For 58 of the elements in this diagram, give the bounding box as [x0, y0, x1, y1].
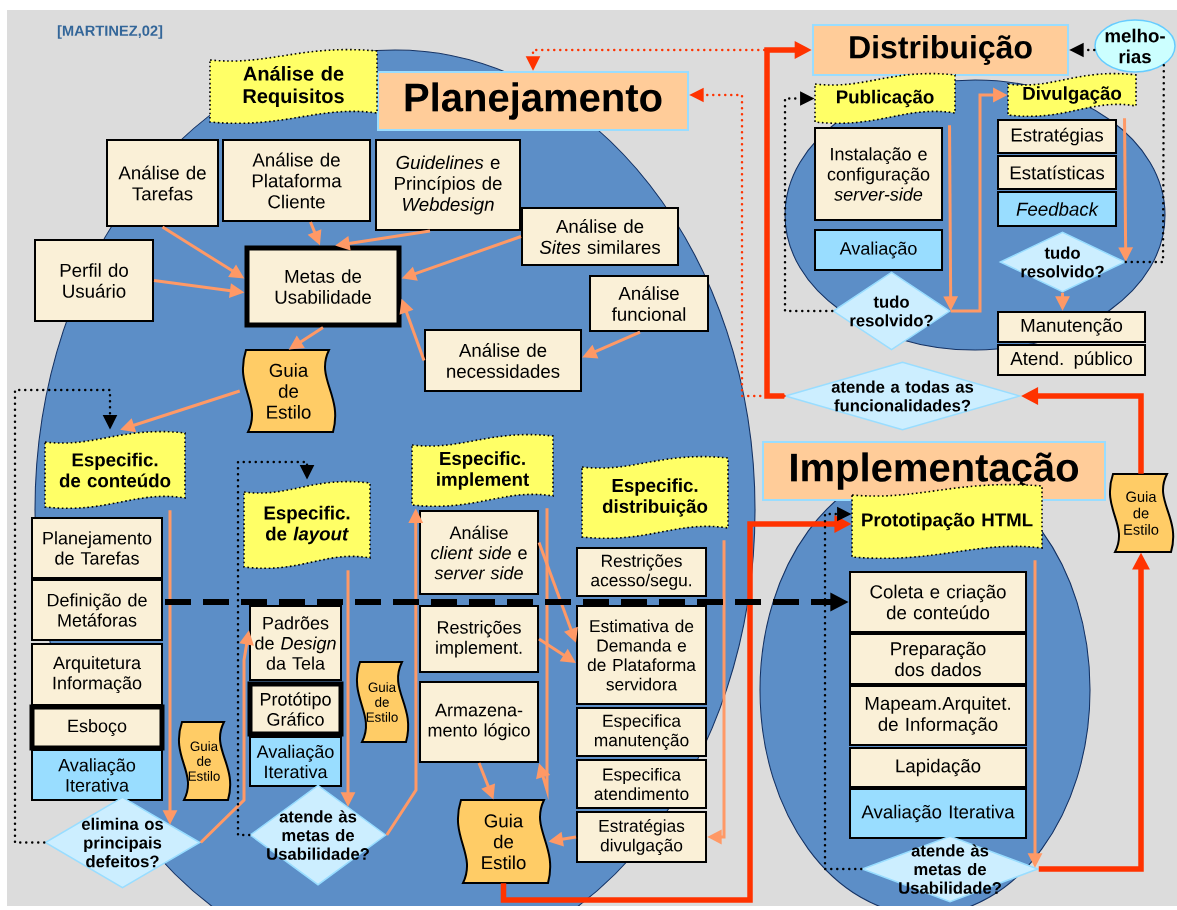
style-guide-document: Guia de Estilo	[241, 349, 337, 433]
style-guide-document: Guia de Estilo	[355, 661, 410, 743]
process-box: Análise de Plataforma Cliente	[222, 139, 371, 222]
process-box: Guidelines e Princípios de Webdesign	[375, 139, 521, 231]
process-box: Estratégias divulgação	[576, 811, 707, 863]
banner-flag: Publicação	[814, 72, 956, 124]
banner-flag: Especific. implement	[411, 433, 554, 507]
style-guide-document: Guia de Estilo	[456, 799, 552, 884]
process-box: Análise funcional	[589, 275, 709, 332]
process-box: Coleta e criação de conteúdo	[849, 571, 1027, 633]
process-box: Padrões de Design da Tela	[249, 605, 342, 681]
phase-title: Distribuição	[812, 24, 1069, 76]
process-box: Estatísticas	[997, 155, 1117, 190]
connector-line	[1124, 63, 1166, 264]
evaluation-box: Feedback	[997, 191, 1117, 227]
arrow	[236, 460, 315, 837]
evaluation-box: Avaliação Iterativa	[31, 749, 163, 801]
banner-flag: Especific. de layout	[243, 480, 371, 569]
process-box: Análise client side e server side	[419, 510, 539, 595]
evaluation-box: Avaliação Iterativa	[849, 788, 1027, 839]
banner-flag: Análise de Requisitos	[209, 48, 378, 124]
process-box: Protótipo Gráfico	[247, 681, 344, 737]
banner-flag: Especific. de conteúdo	[44, 430, 186, 510]
process-box: Especifica atendimento	[576, 759, 707, 809]
evaluation-box: Avaliação	[814, 229, 943, 271]
process-box: Definição de Metáforas	[31, 579, 163, 641]
process-box: Instalação e configuração server-side	[814, 127, 943, 221]
arrow	[823, 506, 863, 871]
banner-flag: Especific. distribuição	[581, 455, 729, 539]
process-box: Estimativa de Demanda e de Plataforma servidora	[576, 605, 707, 705]
process-box: Restrições implement.	[419, 605, 539, 673]
phase-title: Planejamento	[377, 71, 689, 131]
process-box: Esboço	[29, 704, 165, 751]
process-box: Restrições acesso/segu.	[576, 547, 707, 597]
process-box: Perfil do Usuário	[34, 239, 154, 322]
process-box: Manutenção	[997, 311, 1146, 343]
process-box: Preparação dos dados	[849, 633, 1027, 685]
process-box: Metas de Usabilidade	[244, 245, 402, 328]
process-box: Planejamento de Tarefas	[31, 517, 163, 579]
process-box: Análise de Tarefas	[106, 139, 219, 227]
style-guide-document: Guia de Estilo	[177, 721, 232, 801]
process-box: Análise de Sites similares	[521, 207, 679, 266]
arrow	[13, 388, 118, 844]
process-box: Análise de necessidades	[424, 329, 582, 392]
process-box: Armazena- mento lógico	[419, 681, 539, 763]
banner-flag: Divulgação	[1007, 72, 1137, 117]
evaluation-box: Avaliação Iterativa	[249, 736, 342, 787]
improvements-bubble: melho- rias	[1094, 19, 1176, 73]
style-guide-document: Guia de Estilo	[1108, 473, 1175, 553]
process-box: Mapeam.Arquitet. de Informação	[849, 685, 1027, 746]
citation-label: [MARTINEZ,02]	[57, 25, 163, 39]
process-box: Atend. público	[997, 344, 1146, 376]
process-box: Especifica manutenção	[576, 707, 707, 757]
process-box: Lapidação	[849, 747, 1027, 788]
process-box: Estratégias	[997, 119, 1117, 154]
process-box: Arquitetura Informação	[31, 643, 163, 706]
phase-title: Implementação	[762, 441, 1106, 501]
arrow	[783, 91, 834, 313]
